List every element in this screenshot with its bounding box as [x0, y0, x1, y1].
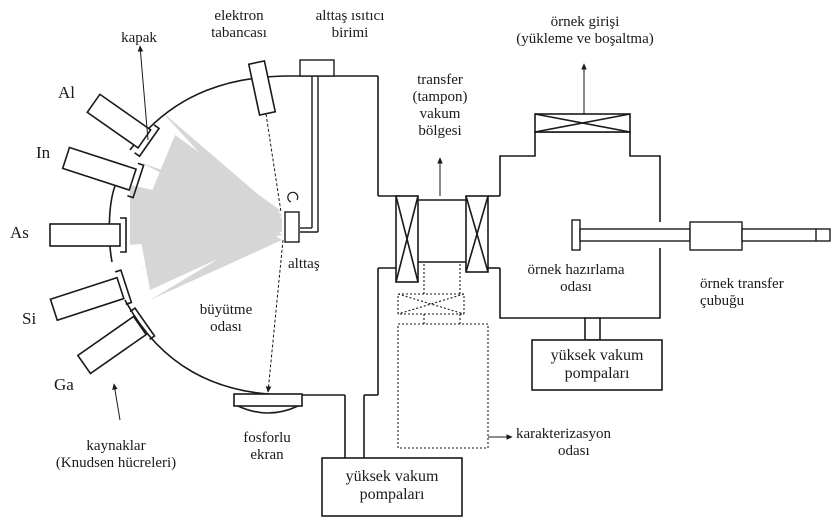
substrate-heater — [299, 59, 335, 233]
growth-pump-pipe — [344, 395, 365, 458]
prep-pump-pipe — [584, 317, 601, 341]
label-arrows — [112, 45, 587, 440]
label-substrate: alttaş — [288, 256, 320, 272]
label-sample-entry: örnek girişi(yükleme ve boşaltma) — [516, 14, 654, 47]
characterization-chamber — [397, 264, 489, 449]
transfer-zone — [395, 195, 500, 283]
source-cell-al — [86, 93, 161, 158]
electron-gun — [247, 59, 277, 117]
source-cell-in — [61, 146, 145, 199]
element-al: Al — [58, 83, 75, 102]
element-in: In — [36, 143, 51, 162]
element-si: Si — [22, 309, 37, 328]
hv-pumps-right-box — [531, 339, 663, 391]
element-as: As — [10, 223, 29, 242]
preparation-chamber — [499, 113, 661, 319]
diffracted-beam — [265, 239, 284, 393]
rotation-icon — [287, 191, 299, 203]
source-cell-si — [49, 269, 133, 322]
label-shutter: kapak — [121, 30, 157, 46]
phosphor-screen — [233, 393, 303, 414]
label-sources: kaynaklar(Knudsen hücreleri) — [55, 438, 177, 471]
substrate — [284, 211, 300, 243]
source-cell-as — [49, 217, 127, 253]
source-cell-ga — [76, 307, 156, 375]
molecular-beams — [130, 110, 282, 300]
hv-pumps-bottom-box — [321, 457, 463, 517]
knudsen-cells — [49, 93, 161, 375]
transfer-rod — [571, 219, 831, 251]
electron-beam — [265, 113, 282, 213]
element-ga: Ga — [54, 375, 74, 394]
